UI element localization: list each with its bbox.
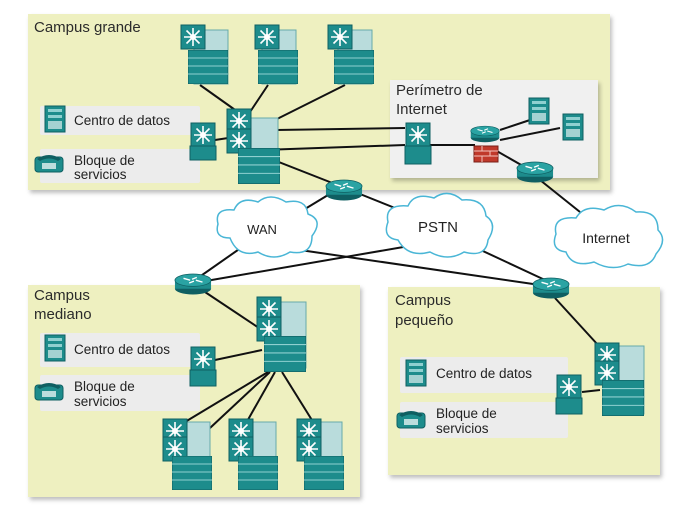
cg-distribution-switch: [189, 122, 217, 161]
perimeter-server-1-icon: [528, 97, 550, 125]
cm-distribution-switch: [189, 346, 217, 387]
cp-bloque-line1: Bloque de: [436, 406, 497, 421]
cm-centro-datos-label: Centro de datos: [74, 342, 171, 357]
cloud-pstn: PSTN: [385, 192, 494, 258]
cm-router-icon: [174, 273, 212, 296]
cm-datacenter-server-icon: [44, 334, 66, 362]
cg-datacenter-server-icon: [44, 105, 66, 133]
core-router-icon: [325, 179, 363, 202]
cp-centro-datos-label: Centro de datos: [436, 366, 533, 381]
cg-switch-stack-3: [327, 24, 374, 85]
cg-switch-stack-1: [180, 24, 229, 85]
perimeter-server-2-icon: [562, 113, 584, 141]
cm-phone-icon: [34, 382, 64, 401]
cm-bloque-line2: servicios: [74, 394, 127, 409]
campus-pequeno-title-line2: pequeño: [395, 312, 454, 329]
perimeter-switch: [404, 122, 432, 165]
cm-bloque-line1: Bloque de: [74, 379, 135, 394]
cp-router-icon: [532, 277, 570, 300]
cg-switch-stack-2: [254, 24, 298, 85]
cp-datacenter-server-icon: [405, 359, 427, 387]
campus-pequeno-title-line1: Campus: [395, 292, 451, 309]
cloud-pstn-label: PSTN: [418, 219, 458, 236]
cloud-internet: Internet: [553, 204, 664, 269]
campus-mediano-title-line2: mediano: [34, 306, 92, 323]
cg-core-switch-stack: [226, 108, 280, 184]
cg-phone-icon: [34, 154, 64, 173]
cloud-wan: WAN: [216, 196, 318, 258]
cp-bloque-line2: servicios: [436, 421, 489, 436]
campus-mediano-title-line1: Campus: [34, 287, 90, 304]
cg-bloque-line1: Bloque de: [74, 153, 135, 168]
firewall-icon: [470, 125, 500, 163]
cg-bloque-line2: servicios: [74, 167, 127, 182]
label-box-cp-bloque: [400, 402, 568, 438]
cp-core-switch-stack: [594, 342, 645, 416]
internet-edge-router-icon: [516, 161, 554, 184]
cm-access-stack-1: [162, 418, 212, 490]
perimetro-title-line1: Perímetro de: [396, 82, 483, 99]
cm-access-stack-3: [296, 418, 344, 490]
cm-core-switch-stack: [256, 296, 307, 372]
label-box-cm-bloque: [40, 375, 200, 411]
label-box-cm-centro: [40, 333, 200, 367]
cloud-wan-label: WAN: [247, 222, 277, 237]
label-box-cg-centro: [40, 106, 200, 135]
label-box-cg-bloque: [40, 149, 200, 183]
cg-centro-datos-label: Centro de datos: [74, 113, 171, 128]
cm-access-stack-2: [228, 418, 278, 490]
perimetro-title-line2: Internet: [396, 101, 447, 118]
campus-grande-title: Campus grande: [34, 19, 141, 36]
cp-distribution-switch: [555, 374, 583, 415]
cp-phone-icon: [396, 410, 426, 429]
cloud-internet-label: Internet: [582, 230, 630, 246]
label-box-cp-centro: [400, 357, 568, 393]
